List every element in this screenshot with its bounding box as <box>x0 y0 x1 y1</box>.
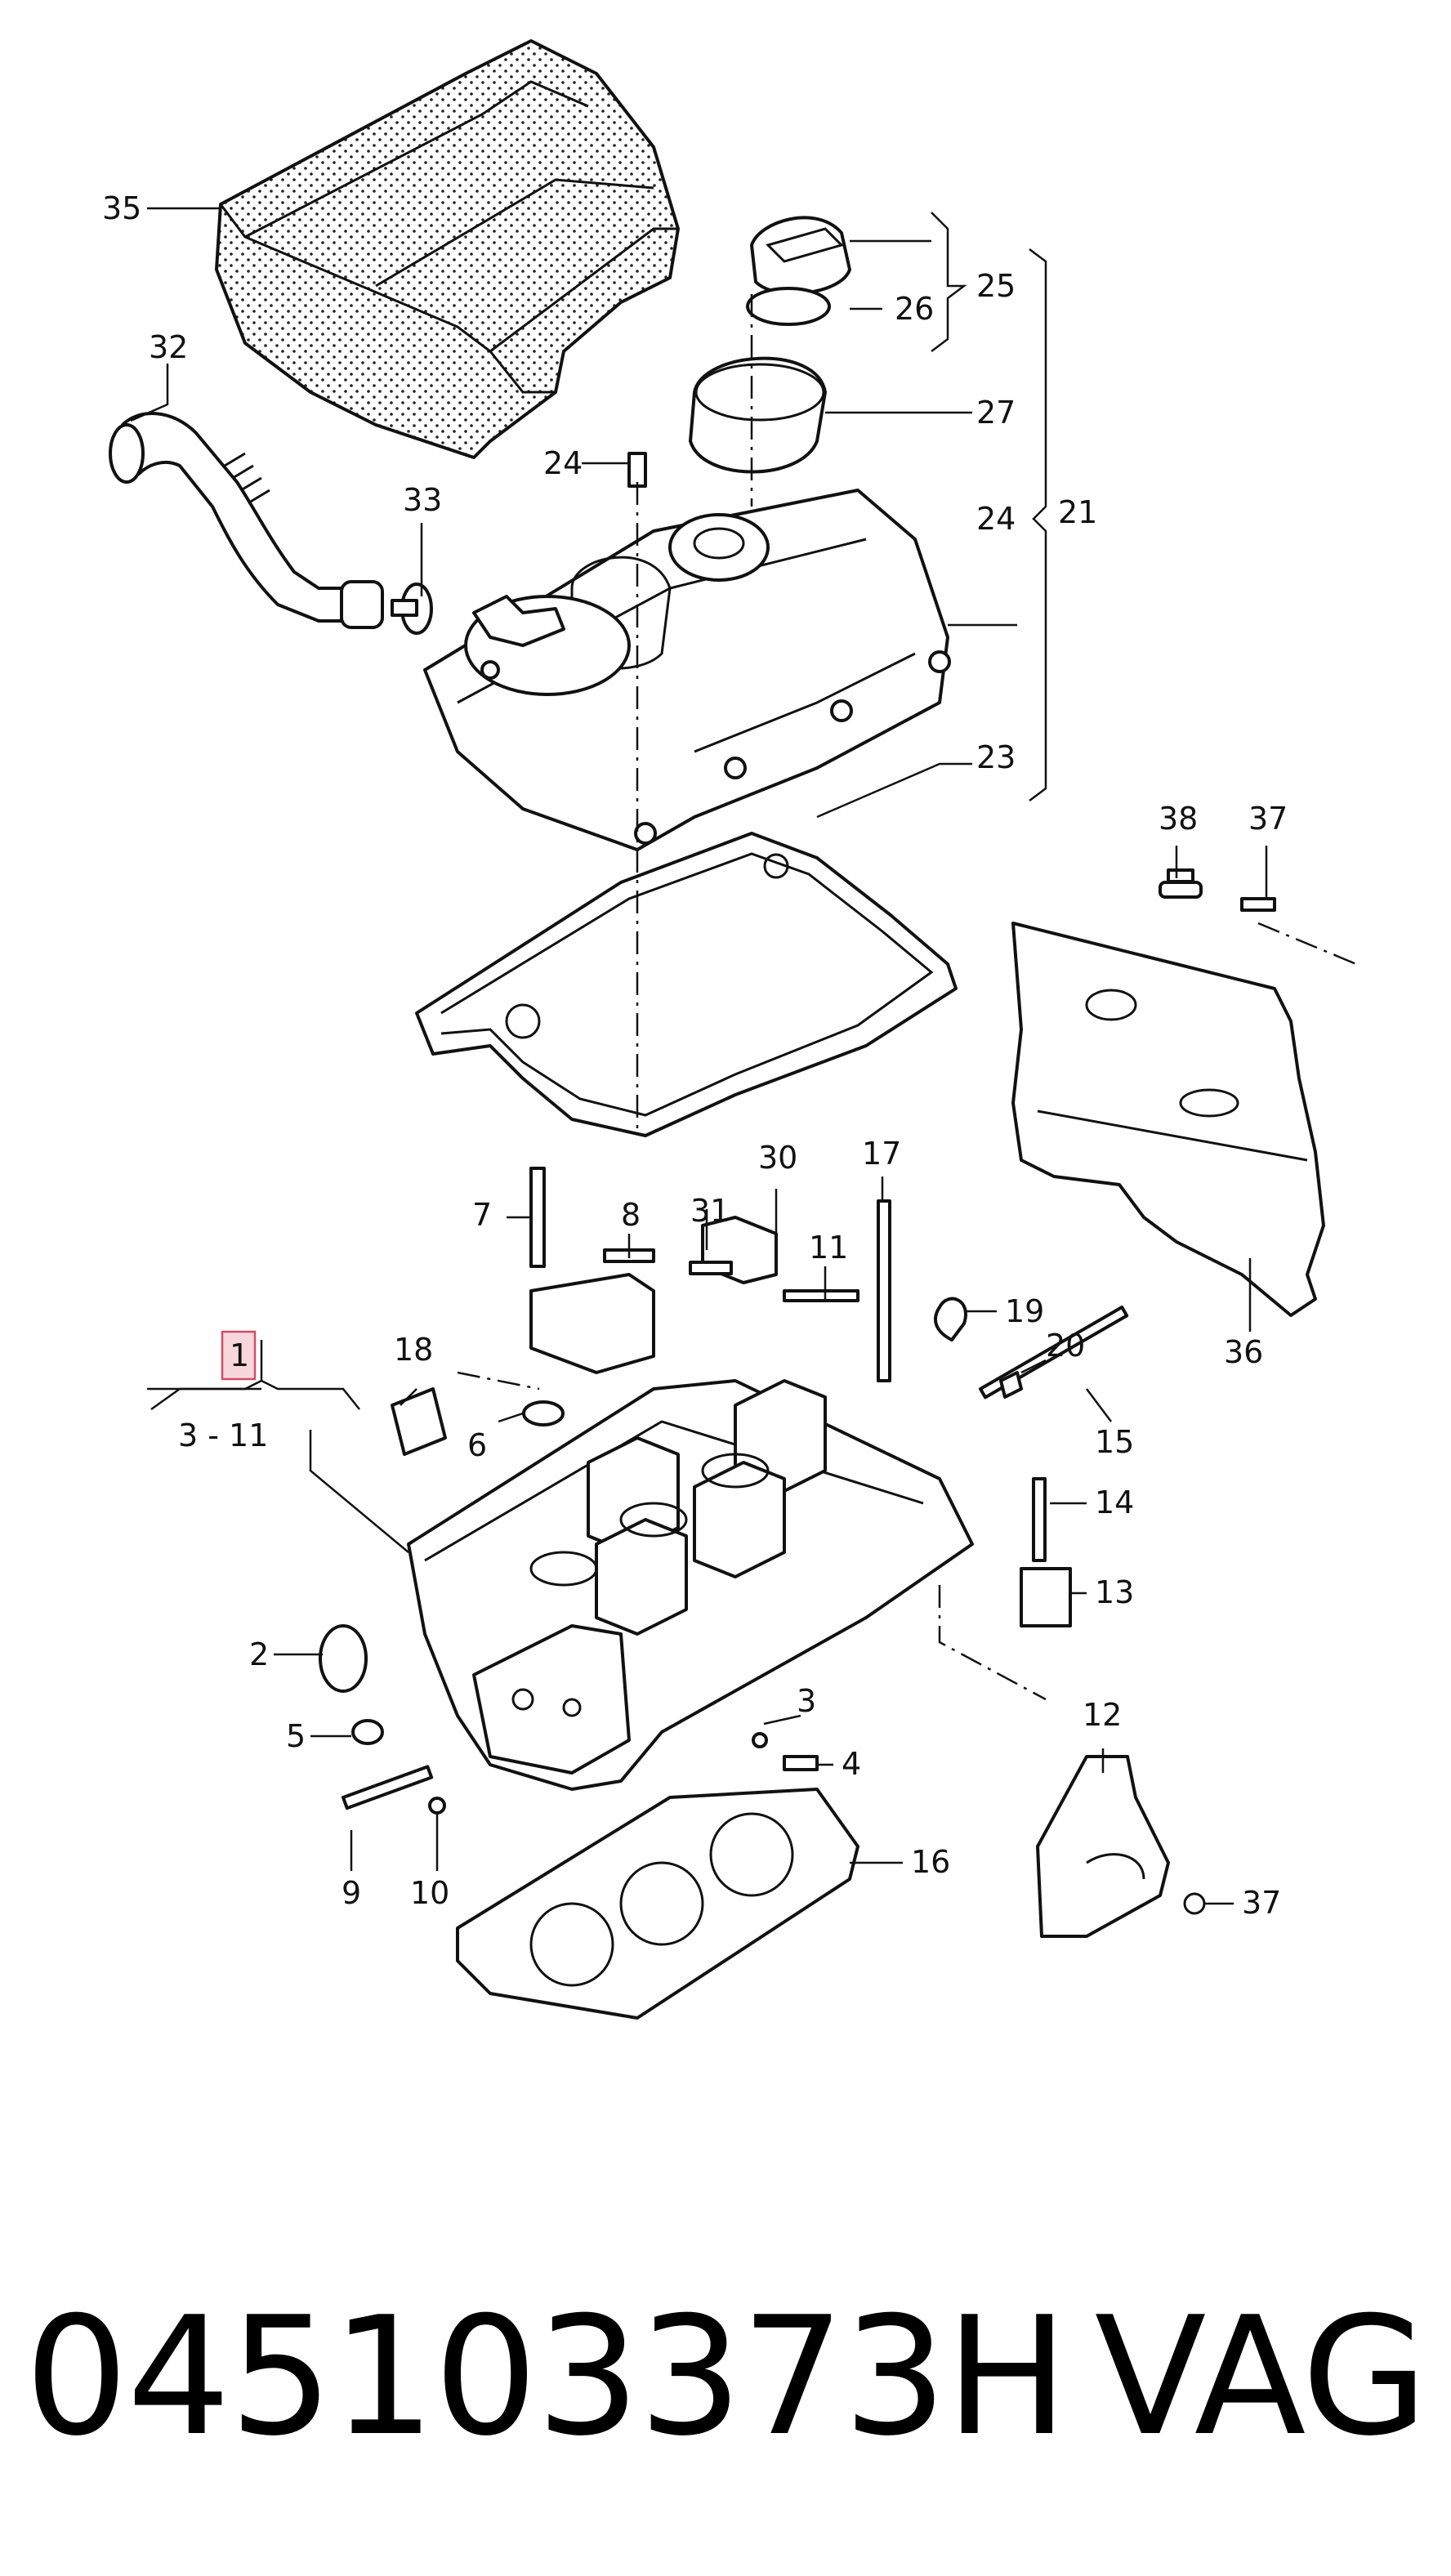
callout-13: 13 <box>1095 1574 1134 1610</box>
hose-clamp-part-33 <box>391 583 433 635</box>
callout-12: 12 <box>1083 1697 1122 1733</box>
callout-7: 7 <box>472 1197 492 1233</box>
highlight-box-part-1 <box>221 1330 257 1381</box>
callout-36: 36 <box>1224 1334 1263 1370</box>
cylinder-head-cover-part-24 <box>423 489 951 851</box>
callout-27: 27 <box>976 395 1016 431</box>
valve-cover-gasket-part-23 <box>415 832 958 1137</box>
part-20 <box>999 1371 1023 1399</box>
callout-range-3-11: 3 - 11 <box>178 1417 268 1453</box>
callout-15: 15 <box>1095 1424 1134 1460</box>
breather-hose-part-32 <box>109 412 384 629</box>
alignment-lines <box>457 294 1357 1701</box>
fasteners <box>319 452 1194 1815</box>
oil-filler-cap-part-25 <box>689 216 851 474</box>
bolt-part-31 <box>689 1261 733 1275</box>
callout-19: 19 <box>1005 1293 1044 1329</box>
callout-5: 5 <box>286 1718 306 1754</box>
callout-25: 25 <box>976 268 1016 304</box>
heat-shield-part-36 <box>1011 881 1325 1317</box>
callout-1: 1 <box>230 1337 249 1373</box>
callout-3: 3 <box>797 1683 816 1719</box>
callout-32: 32 <box>149 329 188 365</box>
part-19 <box>934 1297 967 1342</box>
washer-part-6 <box>522 1400 565 1426</box>
seal-part-2 <box>319 1624 368 1693</box>
sleeve-part-18 <box>391 1387 447 1456</box>
callout-labels: 35 32 33 24 25 26 27 24 21 23 38 37 36 3… <box>102 190 1288 1921</box>
callout-18: 18 <box>394 1332 433 1368</box>
callout-24-bolt: 24 <box>543 445 583 481</box>
bolt-part-4 <box>783 1755 819 1771</box>
callout-9: 9 <box>342 1875 361 1911</box>
part-number-footer: 045103373H VAG <box>25 2271 1428 2484</box>
leader-lines <box>130 207 1268 1905</box>
head-gasket-part-16 <box>456 1788 859 2020</box>
callout-8: 8 <box>621 1197 641 1233</box>
callout-11: 11 <box>809 1230 848 1266</box>
callout-4: 4 <box>842 1746 861 1782</box>
bolt-part-17 <box>877 1199 891 1382</box>
seal-part-5 <box>351 1719 384 1745</box>
bolt-part-24 <box>627 452 647 488</box>
washer-part-3 <box>752 1732 768 1748</box>
callout-6: 6 <box>467 1427 487 1463</box>
callout-35: 35 <box>102 190 141 226</box>
exploded-parts-diagram: 35 32 33 24 25 26 27 24 21 23 38 37 36 3… <box>102 39 1357 2020</box>
rod-part-11 <box>783 1289 859 1302</box>
callout-20: 20 <box>1046 1328 1085 1364</box>
bolt-part-38 <box>1167 868 1194 883</box>
callout-26: 26 <box>895 291 934 327</box>
stud-part-9 <box>342 1765 434 1810</box>
bolt-part-14 <box>1032 1477 1047 1562</box>
callout-38: 38 <box>1159 801 1198 837</box>
callout-23: 23 <box>976 739 1016 775</box>
callout-16: 16 <box>911 1844 950 1880</box>
bracket-part-13 <box>1020 1567 1072 1627</box>
engine-cover-part-35 <box>215 39 680 459</box>
cover-part-12 <box>1036 1755 1206 1938</box>
part-number: 045103373H <box>25 2282 1069 2472</box>
callout-37-bottom: 37 <box>1242 1885 1281 1921</box>
cylinder-head-part-1 <box>407 1273 974 1791</box>
callout-21: 21 <box>1058 494 1097 530</box>
callout-33: 33 <box>403 482 442 518</box>
callout-31: 31 <box>690 1193 730 1229</box>
pin-part-10 <box>428 1797 446 1815</box>
callout-2: 2 <box>249 1636 269 1672</box>
callout-37-top: 37 <box>1248 801 1288 837</box>
callout-10: 10 <box>410 1875 449 1911</box>
callout-30: 30 <box>758 1140 797 1176</box>
bolt-part-7 <box>529 1167 546 1268</box>
callout-17: 17 <box>862 1136 901 1172</box>
callout-14: 14 <box>1095 1484 1134 1520</box>
callout-24-cover: 24 <box>976 501 1016 537</box>
brand-name: VAG <box>1094 2282 1428 2472</box>
